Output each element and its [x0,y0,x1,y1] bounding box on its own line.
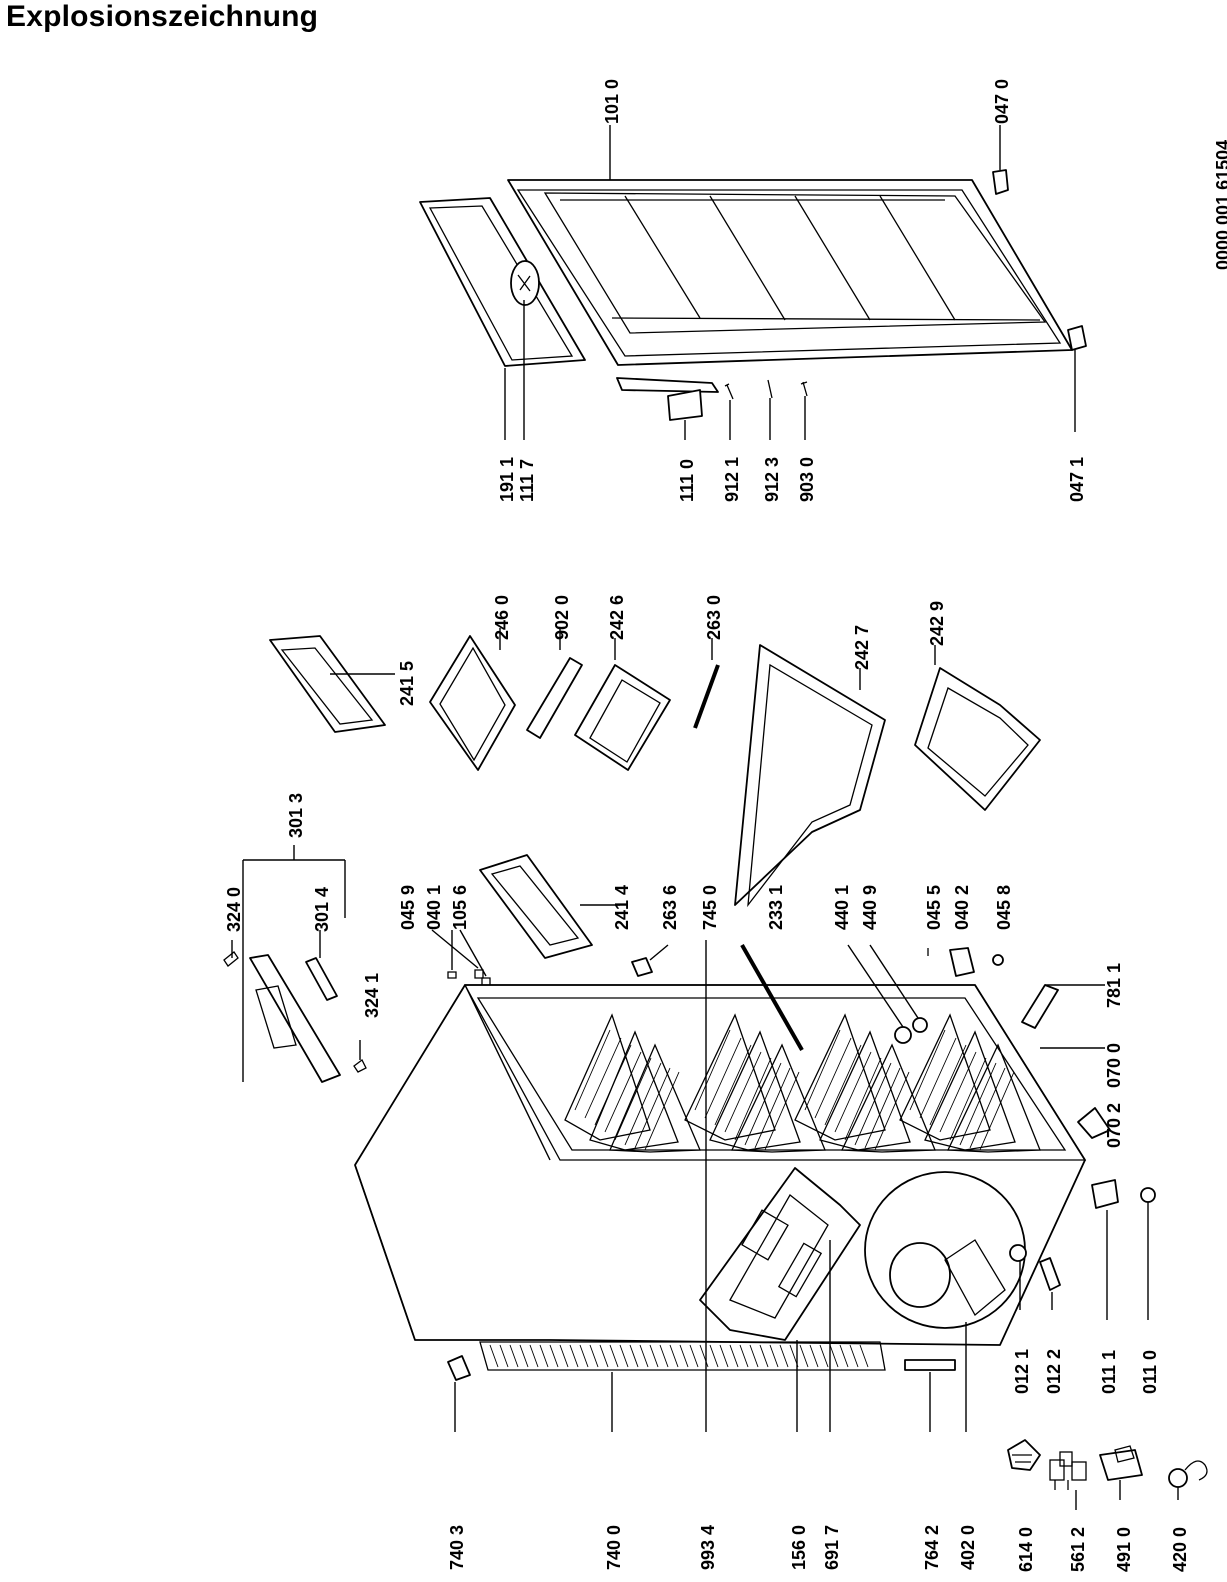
label-912-1: 912 1 [722,457,742,502]
body-labels: 781 1 070 0 070 2 012 1 012 2 011 1 011 … [447,963,1160,1570]
label-402-0: 402 0 [958,1525,978,1570]
label-242-7: 242 7 [852,625,872,670]
label-111-7: 111 7 [517,459,537,502]
label-233-1: 233 1 [766,885,786,930]
label-301-4: 301 4 [312,887,332,932]
label-263-6: 263 6 [660,885,680,930]
label-440-1: 440 1 [832,885,852,930]
electrical-parts [1007,1439,1208,1510]
label-191-1: 191 1 [497,457,517,502]
label-561-2: 561 2 [1068,1527,1088,1572]
label-740-0: 740 0 [604,1525,624,1570]
label-246-0: 246 0 [492,595,512,640]
label-070-2: 070 2 [1104,1103,1124,1148]
label-105-6: 105 6 [450,885,470,930]
label-263-0: 263 0 [704,595,724,640]
label-040-1: 040 1 [424,885,444,930]
label-047-1: 047 1 [1067,457,1087,502]
label-045-8: 045 8 [994,885,1014,930]
label-101-0: 101 0 [602,79,622,124]
label-740-3: 740 3 [447,1525,467,1570]
label-045-5: 045 5 [924,885,944,930]
label-903-0: 903 0 [797,457,817,502]
label-012-2: 012 2 [1044,1349,1064,1394]
label-242-6: 242 6 [607,595,627,640]
door-assembly [419,125,1087,440]
label-912-3: 912 3 [762,457,782,502]
label-614-0: 614 0 [1016,1527,1036,1572]
label-301-3: 301 3 [286,793,306,838]
label-781-1: 781 1 [1104,963,1124,1008]
label-156-0: 156 0 [789,1525,809,1570]
label-324-1: 324 1 [362,973,382,1018]
label-691-7: 691 7 [822,1525,842,1570]
label-111-0: 111 0 [677,459,697,502]
label-902-0: 902 0 [552,595,572,640]
door-labels: 101 0 047 0 047 1 191 1 111 7 111 0 912 … [497,79,1087,502]
label-764-2: 764 2 [922,1525,942,1570]
label-491-0: 491 0 [1114,1527,1134,1572]
label-011-1: 011 1 [1099,1350,1119,1394]
page-title: Explosionszeichnung [6,0,319,33]
electrical-labels: 614 0 561 2 491 0 420 0 [1016,1527,1190,1572]
label-241-5: 241 5 [397,661,417,706]
label-324-0: 324 0 [224,887,244,932]
label-047-0: 047 0 [992,79,1012,124]
label-420-0: 420 0 [1170,1527,1190,1572]
top-control-parts [223,845,669,1083]
label-070-0: 070 0 [1104,1043,1124,1088]
label-040-2: 040 2 [952,885,972,930]
label-241-4: 241 4 [612,885,632,930]
label-993-4: 993 4 [698,1525,718,1570]
label-011-0: 011 0 [1140,1350,1160,1394]
label-045-9: 045 9 [398,885,418,930]
cabinet-body [354,940,1156,1432]
label-242-9: 242 9 [927,601,947,646]
label-012-1: 012 1 [1012,1349,1032,1394]
label-440-9: 440 9 [860,885,880,930]
top-control-labels: 301 3 324 0 301 4 324 1 045 9 040 1 105 … [224,793,1014,1018]
label-745-0: 745 0 [700,885,720,930]
drawer-labels: 241 5 246 0 902 0 242 6 263 0 242 7 242 … [397,595,947,706]
drawer-assembly [269,628,1041,908]
